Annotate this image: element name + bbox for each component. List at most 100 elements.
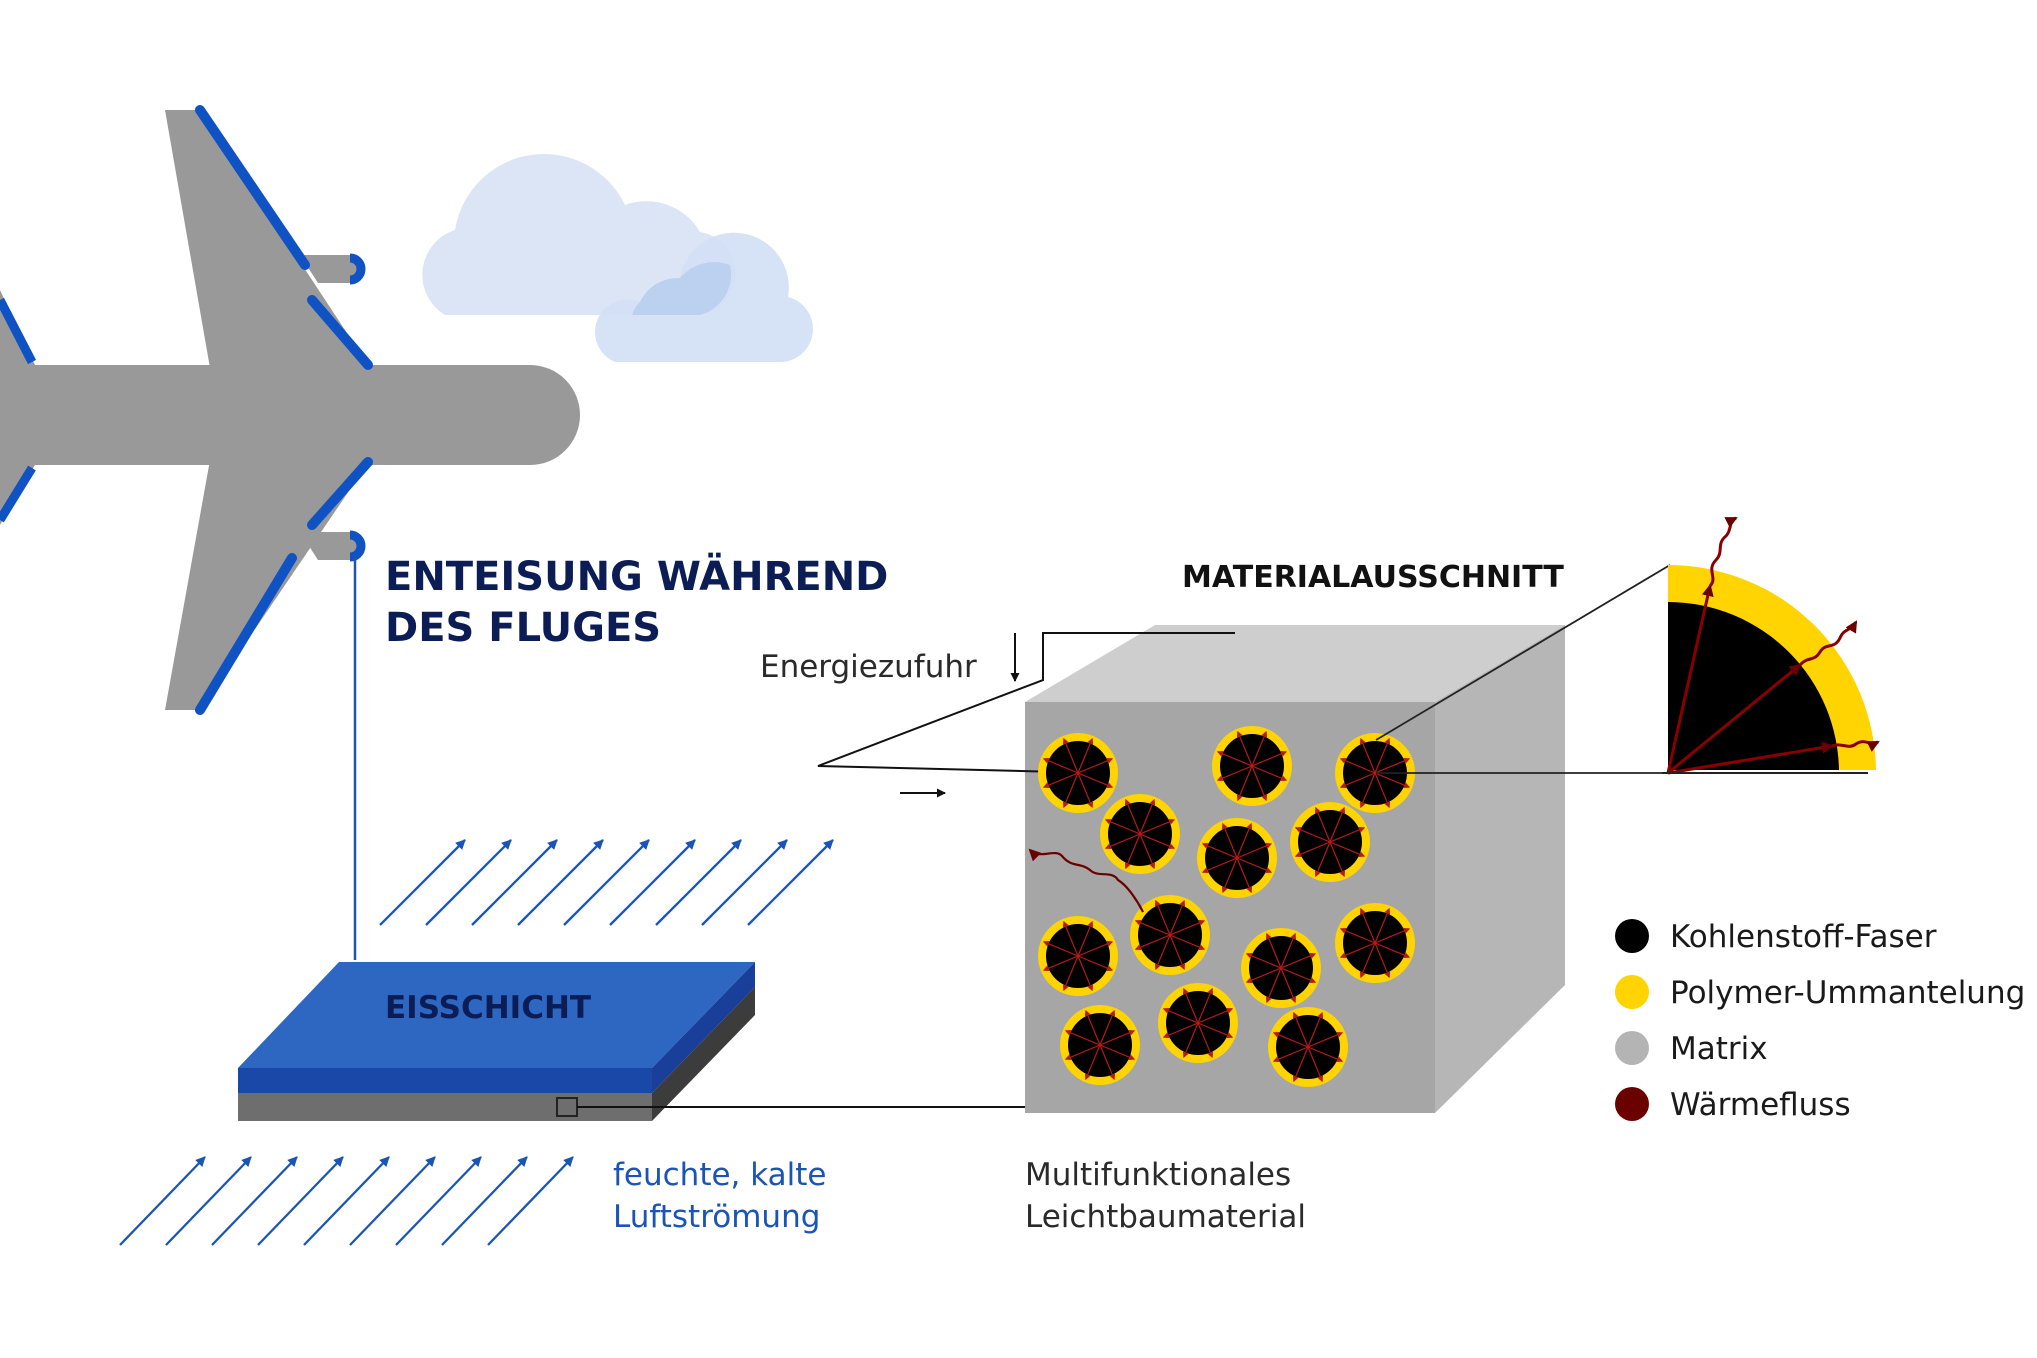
fiber-heat-ray [1294, 841, 1331, 858]
fiber-heat-ray [1099, 1009, 1116, 1046]
fiber-heat-ray [1221, 822, 1238, 859]
fiber-heat-ray [1280, 932, 1297, 969]
zoom-line-top [1375, 564, 1671, 741]
fiber-heat-ray [1104, 818, 1141, 835]
fiber-heat-ray [1139, 833, 1176, 850]
fiber-heat-ray [1329, 841, 1366, 858]
fiber [1060, 1005, 1140, 1085]
legend-label-polymer-coating: Polymer-Ummantelung [1670, 975, 2025, 1011]
legend-swatch-polymer-coating [1615, 975, 1649, 1009]
fiber-heat-ray [1064, 1029, 1101, 1046]
fiber [1038, 733, 1118, 813]
fiber-heat-ray [1064, 1044, 1101, 1061]
fiber-heat-ray [1182, 1022, 1199, 1059]
fiber-heat-ray [1124, 833, 1141, 870]
fiber-heat-ray [1374, 942, 1391, 979]
fiber-heat-ray [1197, 1022, 1234, 1039]
fiber-heat-ray [1099, 1044, 1116, 1081]
fiber-heat-ray [1042, 955, 1079, 972]
fiber-heat-ray [1272, 1031, 1309, 1048]
fiber-heat-ray [1307, 1031, 1344, 1048]
fiber-heat-ray [1236, 822, 1253, 859]
fiber-heat-ray [1280, 967, 1317, 984]
fiber-heat-ray [1374, 772, 1411, 789]
fiber [1268, 1007, 1348, 1087]
fiber-heat-ray [1139, 818, 1176, 835]
fiber-heat-ray [1307, 1011, 1324, 1048]
fiber-heat-ray [1077, 757, 1114, 774]
fiber-heat-ray [1251, 765, 1288, 782]
fiber-heat-ray [1154, 899, 1171, 936]
fiber-heat-ray [1374, 927, 1411, 944]
fiber-detail-quadrant [1668, 565, 1876, 770]
fiber-heat-ray [1374, 907, 1391, 944]
fiber-heat-ray [1272, 1046, 1309, 1063]
fiber-heat-ray [1134, 934, 1171, 951]
airplane-icon [0, 105, 580, 715]
fiber-heat-ray [1339, 772, 1376, 789]
fiber-heat-ray [1236, 857, 1253, 894]
fiber-heat-ray [1265, 967, 1282, 1004]
fiber-heat-ray [1077, 955, 1094, 992]
fiber-heat-ray [1374, 757, 1411, 774]
fiber [1130, 895, 1210, 975]
fiber-heat-ray [1201, 842, 1238, 859]
fiber-heat-ray [1084, 1009, 1101, 1046]
fiber-detail-heat-arrows [1666, 516, 1880, 775]
lower-airflow-arrows [119, 1156, 574, 1246]
fiber-heat-ray [1294, 826, 1331, 843]
heat-flow-path [1028, 848, 1144, 913]
fiber-heat-ray [1062, 737, 1079, 774]
fiber-heat-ray [1251, 730, 1268, 767]
legend: Kohlenstoff-Faser Polymer-Ummantelung Ma… [1615, 919, 2025, 1123]
fiber-heat-ray [1182, 987, 1199, 1024]
upper-airflow-arrows [379, 839, 834, 926]
title-line-2: DES FLUGES [385, 605, 661, 651]
fiber [1100, 794, 1180, 874]
fiber [1241, 928, 1321, 1008]
fiber-heat-ray [1216, 765, 1253, 782]
cloud-icon [422, 154, 813, 362]
airflow-label-line-1: feuchte, kalte [613, 1157, 827, 1193]
fiber-heat-ray [1251, 750, 1288, 767]
fiber-heat-ray [1162, 1007, 1199, 1024]
fiber-heat-ray [1236, 730, 1253, 767]
fiber [1212, 726, 1292, 806]
fiber-heat-ray [1314, 806, 1331, 843]
fiber [1197, 818, 1277, 898]
fiber [1290, 802, 1370, 882]
material-section-title: MATERIALAUSSCHNITT [1182, 560, 1564, 595]
legend-swatch-matrix [1615, 1031, 1649, 1065]
fiber-heat-ray [1169, 919, 1206, 936]
fiber-heat-ray [1314, 841, 1331, 878]
fiber-heat-ray [1099, 1029, 1136, 1046]
fiber-heat-ray [1374, 772, 1391, 809]
fiber-heat-ray [1134, 919, 1171, 936]
fiber-heat-ray [1280, 967, 1297, 1004]
material-label-line-2: Leichtbaumaterial [1025, 1199, 1306, 1235]
fiber-heat-ray [1339, 927, 1376, 944]
fiber-heat-ray [1077, 955, 1114, 972]
airflow-label-line-2: Luftströmung [613, 1199, 820, 1235]
fiber-heat-ray [1197, 1007, 1234, 1024]
fiber-heat-ray [1292, 1011, 1309, 1048]
fiber-heat-ray [1329, 826, 1366, 843]
fiber-heat-ray [1042, 940, 1079, 957]
fiber [1158, 983, 1238, 1063]
energy-supply-line [817, 632, 1235, 773]
fiber [1038, 916, 1118, 996]
legend-label-heat-flow: Wärmefluss [1670, 1087, 1851, 1123]
fiber-heat-ray [1104, 833, 1141, 850]
fiber-heat-ray [1359, 942, 1376, 979]
fiber [1335, 903, 1415, 983]
fiber-heat-ray [1339, 942, 1376, 959]
title-line-1: ENTEISUNG WÄHREND [385, 552, 888, 600]
fiber-heat-ray [1329, 806, 1346, 843]
fiber-heat-ray [1236, 857, 1273, 874]
fiber-heat-ray [1139, 833, 1156, 870]
fiber-heat-ray [1099, 1044, 1136, 1061]
fiber-heat-ray [1359, 772, 1376, 809]
fiber-heat-ray [1077, 772, 1094, 809]
fiber-heat-ray [1154, 934, 1171, 971]
